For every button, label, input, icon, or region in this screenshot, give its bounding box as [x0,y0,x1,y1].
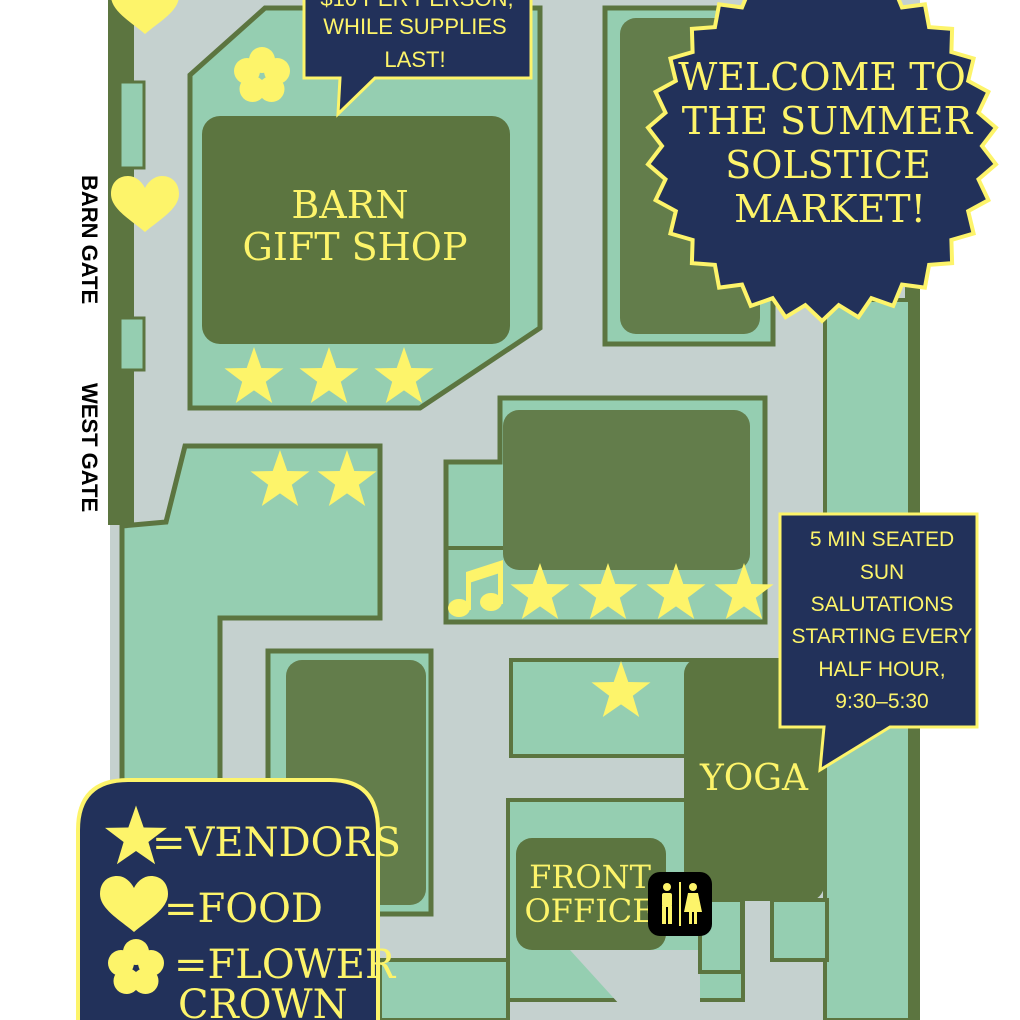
front-office-label-2: OFFICE [524,892,655,930]
yoga-callout-line-5: HALF HOUR, [818,658,945,681]
yoga-callout: 5 MIN SEATED SUN SALUTATIONS STARTING EV… [778,512,979,773]
legend-flower-crown-1: =FLOWER [174,942,397,988]
vendor-lot-south [509,658,701,758]
callout-price: $10 PER PERSON, [320,0,513,11]
map-legend: =VENDORS =FOOD =FLOWER CROWN [76,778,401,1020]
center-building[interactable] [503,410,750,570]
welcome-line-1: WELCOME TO [678,55,966,99]
legend-food: =FOOD [164,886,323,932]
barn-gift-shop[interactable] [202,116,510,344]
yoga-callout-line-2: SUN [860,561,904,584]
west-fence [108,0,134,525]
front-office-label-1: FRONT [529,858,652,896]
barn-gate-label: BARN GATE [77,175,102,304]
yoga-callout-line-3: SALUTATIONS [811,593,954,616]
callout-last: LAST! [384,47,445,72]
yoga-callout-line-1: 5 MIN SEATED [810,528,954,551]
callout-supplies: WHILE SUPPLIES [323,14,506,39]
west-gate-label: WEST GATE [77,383,102,512]
welcome-line-2: THE SUMMER [682,99,974,143]
music-note-icon [448,560,503,617]
yoga-label: YOGA [699,758,809,799]
front-office[interactable] [516,838,666,950]
yoga-callout-line-6: 9:30–5:30 [835,690,928,713]
gift-shop-label-2: GIFT SHOP [242,225,467,269]
legend-flower-crown-2: CROWN [178,982,348,1020]
restroom-icon [648,872,712,936]
welcome-badge: WELCOME TO THE SUMMER SOLSTICE MARKET! [645,0,999,324]
yoga-callout-line-4: STARTING EVERY [792,625,973,648]
welcome-line-4: MARKET! [734,187,926,231]
flower-crown-callout: $10 PER PERSON, WHILE SUPPLIES LAST! [302,0,533,118]
welcome-line-3: SOLSTICE [725,143,931,187]
gift-shop-label-1: BARN [291,183,408,227]
legend-vendors: =VENDORS [152,820,401,866]
